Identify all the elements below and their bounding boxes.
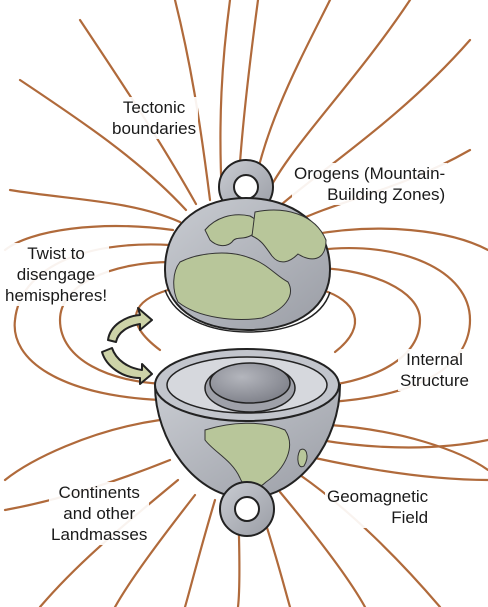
label-twist-line-2: disengage <box>3 264 109 285</box>
label-continents: Continents and other Landmasses <box>49 482 149 545</box>
label-orogens-line-2: Building Zones) <box>292 184 447 205</box>
label-geomagnetic-line-1: Geomagnetic <box>325 486 430 507</box>
label-continents-line-3: Landmasses <box>49 524 149 545</box>
label-continents-line-1: Continents <box>49 482 149 503</box>
label-continents-line-2: and other <box>49 503 149 524</box>
bottom-ring <box>220 482 274 536</box>
label-tectonic-line-2: boundaries <box>110 118 198 139</box>
label-orogens: Orogens (Mountain- Building Zones) <box>292 163 447 205</box>
label-geomagnetic-field: Geomagnetic Field <box>325 486 430 528</box>
upper-hemisphere <box>165 198 330 332</box>
label-orogens-line-1: Orogens (Mountain- <box>292 163 447 184</box>
label-tectonic-boundaries: Tectonic boundaries <box>110 97 198 139</box>
label-geomagnetic-line-2: Field <box>325 507 430 528</box>
lower-hemisphere <box>155 349 340 498</box>
label-internal-structure: Internal Structure <box>398 349 471 391</box>
twist-arrow <box>102 308 152 384</box>
label-tectonic-line-1: Tectonic <box>110 97 198 118</box>
label-internal-line-1: Internal <box>398 349 471 370</box>
inner-core <box>205 363 295 412</box>
label-internal-line-2: Structure <box>398 370 471 391</box>
label-twist-line-1: Twist to <box>3 243 109 264</box>
label-twist-line-3: hemispheres! <box>3 285 109 306</box>
label-twist: Twist to disengage hemispheres! <box>3 243 109 306</box>
